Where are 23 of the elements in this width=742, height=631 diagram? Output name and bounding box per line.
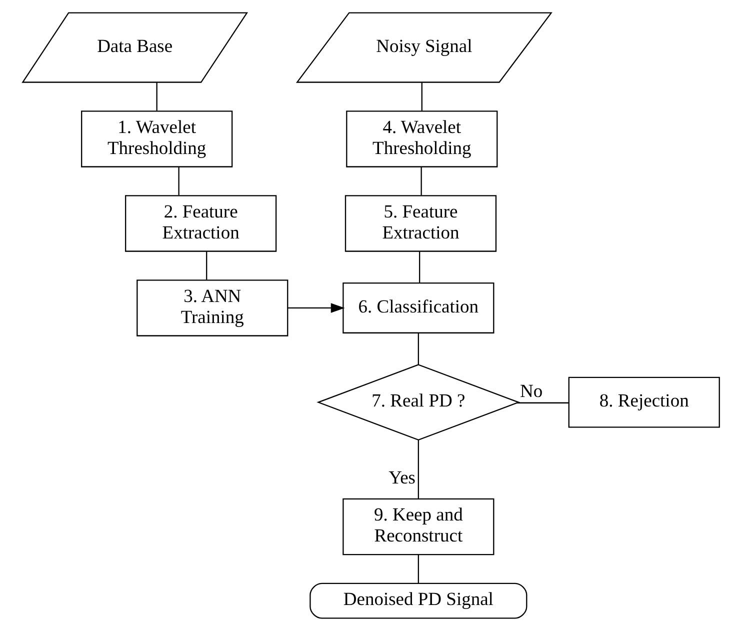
connector <box>418 554 419 584</box>
connector <box>421 82 422 111</box>
connector <box>156 82 158 111</box>
connector <box>517 402 569 404</box>
connector <box>418 440 419 499</box>
node-box: Denoised PD Signal <box>310 582 528 619</box>
edge-label: Yes <box>388 468 416 489</box>
arrow <box>288 303 345 313</box>
edge-label: No <box>520 382 543 402</box>
connector <box>420 167 422 196</box>
node-diamond: 7. Real PD ? <box>316 364 520 441</box>
node-box: 9. Keep and Reconstruct <box>342 498 494 556</box>
node-box: 8. Rejection <box>568 376 720 428</box>
node-box: 5. Feature Extraction <box>344 195 497 252</box>
connector <box>178 167 180 196</box>
connector <box>206 252 208 280</box>
connector <box>419 252 420 284</box>
node-box: 3. ANN Training <box>136 280 288 336</box>
node-box: 6. Classification <box>342 282 494 334</box>
connector <box>418 333 419 365</box>
node-box: 4. Wavelet Thresholding <box>346 110 498 168</box>
node-box: 1. Wavelet Thresholding <box>81 110 233 168</box>
node-box: 2. Feature Extraction <box>125 195 277 252</box>
